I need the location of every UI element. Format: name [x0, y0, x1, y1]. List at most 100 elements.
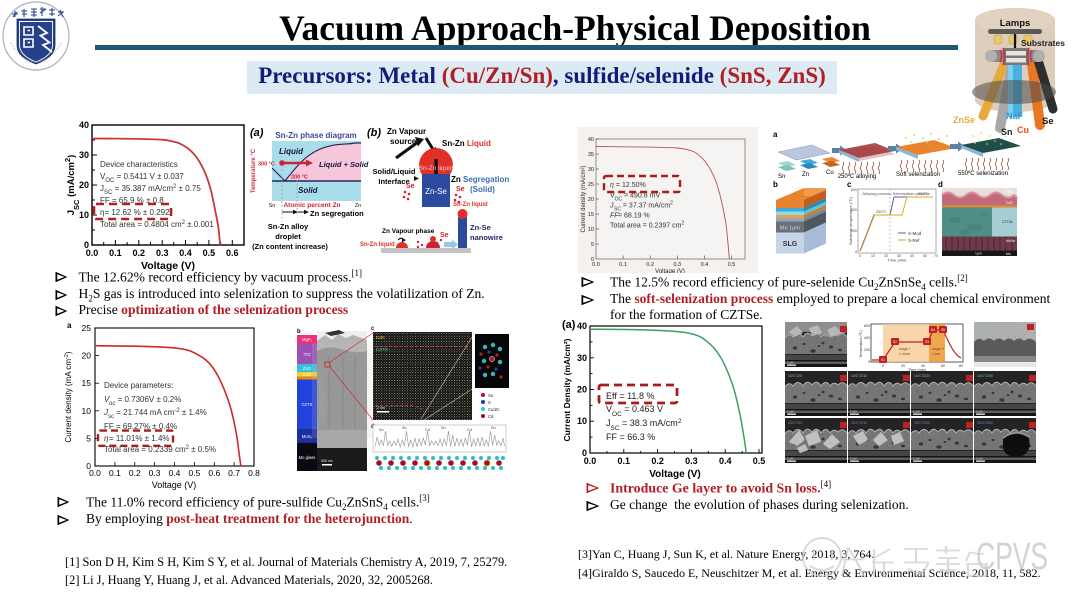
svg-text:Sn: Sn: [488, 393, 494, 398]
svg-text:S1: S1: [881, 358, 885, 362]
svg-text:Current density (mA cm-2): Current density (mA cm-2): [64, 351, 73, 442]
svg-text:(a): (a): [250, 127, 264, 139]
svg-text:Sn-Zn liquid: Sn-Zn liquid: [360, 242, 395, 248]
svg-text:250ºC: 250ºC: [876, 210, 887, 214]
svg-text:Res: Res: [1006, 190, 1012, 194]
svg-text:Current Density (mA/cm²): Current Density (mA/cm²): [562, 338, 572, 441]
svg-text:c: c: [371, 326, 375, 332]
svg-text:Time (min): Time (min): [888, 258, 908, 263]
svg-text:Sn-Zn alloy: Sn-Zn alloy: [268, 222, 309, 231]
svg-text:NaF: NaF: [1006, 111, 1024, 121]
svg-text:Soft selenization: Soft selenization: [896, 172, 940, 178]
svg-text:= 12.50%: = 12.50%: [616, 182, 646, 189]
svg-text:20: 20: [901, 364, 905, 368]
svg-text:Temperature (ºC): Temperature (ºC): [859, 330, 863, 357]
svg-text:Voltage (V): Voltage (V): [152, 480, 197, 490]
svg-text:5: 5: [86, 433, 91, 443]
svg-text:CZTS: CZTS: [376, 347, 388, 352]
svg-text:S: S: [488, 400, 491, 405]
svg-text:0.3: 0.3: [673, 262, 681, 268]
svg-text:Lamps: Lamps: [1000, 18, 1031, 29]
svg-text:10: 10: [82, 406, 92, 416]
svg-text:5: 5: [591, 242, 594, 248]
svg-text:Total area = 0.2339 cm2 ± 0.5%: Total area = 0.2339 cm2 ± 0.5%: [104, 445, 216, 454]
svg-text:10/CTZ/50: 10/CTZ/50: [977, 374, 993, 378]
svg-text:η= 12.62 % ± 0.292: η= 12.62 % ± 0.292: [100, 208, 170, 217]
svg-text:Alloying process Selenizatio: Alloying process Selenization process: [862, 191, 929, 196]
svg-text:stage II: stage II: [932, 347, 944, 351]
svg-text:J: J: [103, 408, 109, 417]
svg-text:0.3: 0.3: [149, 468, 161, 478]
svg-text:0.3: 0.3: [685, 456, 698, 466]
svg-text:FF: FF: [610, 213, 619, 220]
svg-text:Sn: Sn: [491, 426, 496, 430]
svg-text:40: 40: [910, 254, 914, 258]
svg-text:Se: Se: [456, 186, 465, 193]
svg-text:40: 40: [921, 364, 925, 368]
svg-text:0: 0: [859, 254, 861, 258]
svg-text:J: J: [609, 203, 614, 210]
svg-text:(a): (a): [562, 319, 576, 331]
svg-text:600: 600: [851, 188, 857, 192]
svg-text:0.4: 0.4: [701, 262, 709, 268]
svg-text:Zn segregation: Zn segregation: [310, 209, 364, 218]
svg-text:50/CTZ/0: 50/CTZ/0: [976, 325, 990, 329]
svg-text:c: c: [847, 180, 852, 189]
svg-text:b: b: [773, 180, 778, 189]
svg-text:0.4: 0.4: [169, 468, 181, 478]
svg-text:25: 25: [82, 323, 92, 333]
svg-text:40: 40: [588, 137, 594, 143]
svg-text:S4: S4: [931, 328, 935, 332]
svg-text:(Solid): (Solid): [470, 185, 495, 194]
svg-text:25: 25: [588, 182, 594, 188]
svg-text:200: 200: [851, 229, 857, 233]
svg-text:30: 30: [897, 254, 901, 258]
svg-text:CdS: CdS: [303, 372, 311, 377]
svg-text:25/CTZ/20: 25/CTZ/20: [914, 421, 930, 425]
svg-text:Eff = 11.8 %: Eff = 11.8 %: [606, 391, 654, 401]
svg-text:Voltage (V): Voltage (V): [655, 269, 685, 273]
svg-text:Mo: Mo: [1006, 252, 1011, 256]
svg-text:0.2: 0.2: [651, 456, 664, 466]
svg-text:20: 20: [884, 254, 888, 258]
svg-text:0.3: 0.3: [156, 248, 169, 258]
svg-text:CZTS: CZTS: [302, 402, 313, 407]
svg-text:Liquid + Solid: Liquid + Solid: [319, 160, 369, 169]
svg-text:0.0: 0.0: [89, 468, 101, 478]
svg-text:η: η: [104, 434, 109, 443]
svg-text:Voltage (V): Voltage (V): [141, 260, 195, 272]
svg-text:0.6: 0.6: [208, 468, 220, 478]
svg-text:20: 20: [588, 197, 594, 203]
svg-text:550ºC: 550ºC: [918, 192, 929, 196]
svg-text:Time (min): Time (min): [908, 368, 927, 372]
svg-text:CdS: CdS: [1006, 201, 1013, 205]
svg-text:Interface: Interface: [378, 177, 409, 186]
svg-text:droplet: droplet: [275, 232, 301, 241]
svg-text:0: 0: [582, 448, 587, 458]
svg-text:0.0: 0.0: [86, 248, 99, 258]
svg-text:η: η: [610, 182, 614, 189]
svg-text:nanowire: nanowire: [470, 233, 503, 242]
svg-text:Zn Vapour: Zn Vapour: [387, 127, 426, 136]
svg-text:25/CTZ/10: 25/CTZ/10: [851, 421, 867, 425]
svg-text:30: 30: [577, 353, 587, 363]
svg-text:0.7: 0.7: [228, 468, 240, 478]
svg-text:Se: Se: [440, 232, 449, 239]
svg-text:0.5: 0.5: [203, 248, 216, 258]
svg-text:10: 10: [588, 227, 594, 233]
svg-text:MoS₂: MoS₂: [302, 434, 313, 439]
svg-text:200 °C: 200 °C: [291, 175, 308, 181]
svg-text:Sn: Sn: [269, 203, 276, 209]
svg-text:Zn: Zn: [355, 203, 361, 209]
svg-text:20: 20: [79, 180, 89, 190]
svg-text:15: 15: [588, 212, 594, 218]
svg-text:550ºC selenization: 550ºC selenization: [958, 170, 1008, 177]
svg-text:ZnO: ZnO: [303, 366, 312, 371]
svg-text:35: 35: [588, 152, 594, 158]
svg-text:0.1: 0.1: [109, 468, 121, 478]
svg-text:0.4: 0.4: [719, 456, 732, 466]
svg-text:Atomic percent Zn: Atomic percent Zn: [283, 202, 340, 209]
svg-text:500 nm: 500 nm: [321, 459, 333, 463]
svg-text:Temperature °C: Temperature °C: [251, 148, 257, 193]
svg-text:Mo glass: Mo glass: [299, 455, 316, 460]
